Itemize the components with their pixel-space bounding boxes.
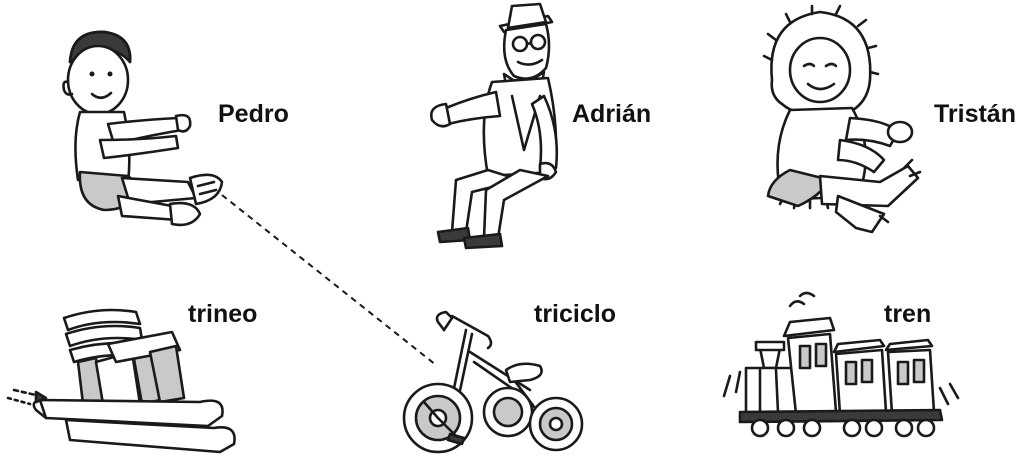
pedro-illustration[interactable] [62,30,224,227]
person-label-adrian: Adrián [572,100,651,128]
vehicle-label-triciclo: triciclo [534,300,616,328]
tren-illustration[interactable] [722,291,960,438]
vehicle-label-trineo: trineo [188,300,257,328]
tristan-illustration[interactable] [762,4,922,234]
person-label-tristan: Tristán [934,100,1016,128]
trineo-illustration[interactable] [6,308,236,454]
person-label-pedro: Pedro [218,100,289,128]
triciclo-illustration[interactable] [402,310,584,454]
vehicle-label-tren: tren [884,300,931,328]
adrian-illustration[interactable] [430,2,559,250]
connection-line[interactable] [221,194,437,366]
